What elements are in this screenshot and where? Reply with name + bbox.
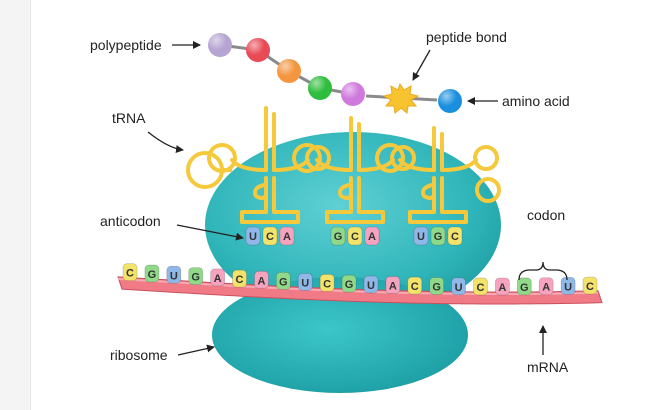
amino-acid-ball bbox=[308, 76, 332, 100]
mrna-base: G bbox=[429, 277, 445, 295]
mrna-base-letter: G bbox=[432, 281, 441, 293]
anticodon-base: C bbox=[347, 226, 363, 246]
anticodon-base-letter: U bbox=[417, 231, 425, 243]
mrna-base-letter: C bbox=[476, 282, 484, 294]
polypeptide-label: polypeptide bbox=[90, 37, 162, 53]
mrna-base: C bbox=[473, 277, 488, 296]
mrna-base: A bbox=[538, 277, 554, 296]
mrna-base-letter: C bbox=[126, 268, 134, 280]
anticodon-base-letter: G bbox=[334, 231, 343, 243]
mrna-base: U bbox=[451, 277, 466, 296]
mrna-base: A bbox=[210, 268, 226, 287]
mrna-base-letter: G bbox=[345, 279, 354, 291]
mrna-base-letter: G bbox=[279, 276, 288, 288]
anticodon-arrow bbox=[176, 224, 244, 241]
mrna-base-letter: G bbox=[191, 272, 200, 284]
anticodon-base-letter: U bbox=[249, 231, 257, 243]
mrna-base: G bbox=[516, 277, 532, 296]
ribosome-arrow bbox=[177, 344, 215, 356]
mrna-base-letter: A bbox=[214, 273, 222, 285]
anticodon-base-letter: C bbox=[266, 231, 274, 243]
trna-molecule bbox=[207, 106, 331, 224]
mrna-strand: C G U G A C A G U C G U A C G U C A G A U C bbox=[117, 263, 603, 305]
anticodon-base-letter: C bbox=[451, 231, 459, 243]
mrna-base-letter: U bbox=[367, 280, 375, 292]
mrna-base: C bbox=[122, 263, 138, 282]
codon-bracket bbox=[518, 261, 568, 281]
anticodon-label: anticodon bbox=[100, 213, 161, 229]
anticodon-base-letter: C bbox=[351, 231, 359, 243]
mrna-base-letter: G bbox=[520, 282, 529, 294]
trna-loop bbox=[475, 177, 501, 203]
mrna-base-letter: A bbox=[498, 282, 506, 294]
mrna-base: C bbox=[232, 269, 247, 288]
mrna-base: A bbox=[385, 276, 401, 294]
mrna-base: G bbox=[144, 264, 160, 283]
mrna-base-letter: G bbox=[148, 269, 157, 281]
anticodon-base: G bbox=[330, 226, 346, 246]
peptide-bond-label: peptide bond bbox=[426, 29, 507, 45]
mrna-base: U bbox=[166, 265, 182, 284]
anticodon-base: A bbox=[279, 226, 295, 246]
trna-molecule bbox=[292, 116, 416, 224]
amino-acid-ball bbox=[277, 59, 301, 83]
anticodon-base: G bbox=[430, 226, 446, 246]
mrna-base: U bbox=[560, 277, 576, 295]
anticodon-base-letter: G bbox=[434, 231, 443, 243]
mrna-base-letter: U bbox=[170, 270, 178, 282]
ribosome-small-subunit bbox=[212, 277, 468, 393]
peptide-bond-burst bbox=[382, 82, 420, 114]
anticodon-base: C bbox=[262, 226, 278, 246]
mrna-label: mRNA bbox=[527, 359, 569, 375]
amino-acid-ball bbox=[341, 82, 365, 106]
mrna-base: C bbox=[582, 276, 598, 295]
mrna-base: C bbox=[319, 273, 335, 292]
peptide-bond-arrow bbox=[412, 49, 431, 81]
anticodon-base-letter: A bbox=[368, 231, 376, 243]
amino-acid-label: amino acid bbox=[502, 93, 570, 109]
trna-molecule bbox=[375, 126, 499, 224]
mrna-base-letter: U bbox=[301, 277, 309, 289]
anticodon-base: A bbox=[364, 226, 380, 246]
codon-label: codon bbox=[527, 207, 565, 223]
mrna-base: A bbox=[254, 270, 269, 289]
mrna-base-letter: A bbox=[542, 282, 550, 294]
trna-label: tRNA bbox=[112, 110, 146, 126]
mrna-base: C bbox=[407, 276, 423, 295]
amino-acid-ball bbox=[246, 38, 270, 62]
trna-arrow bbox=[147, 131, 184, 154]
mrna-base: G bbox=[188, 267, 204, 286]
anticodon-base-letter: A bbox=[283, 231, 291, 243]
mrna-base-letter: C bbox=[411, 281, 419, 293]
mrna-base-letter: U bbox=[564, 281, 572, 293]
anticodon-base: C bbox=[447, 226, 463, 246]
mrna-base: U bbox=[297, 272, 313, 291]
mrna-base: A bbox=[494, 277, 510, 296]
mrna-base-letter: C bbox=[586, 281, 594, 293]
amino-acid-ball bbox=[438, 89, 462, 113]
left-margin-strip bbox=[0, 0, 31, 410]
mrna-base: G bbox=[341, 274, 357, 293]
mrna-base: U bbox=[363, 275, 379, 294]
amino-acid-ball bbox=[208, 33, 232, 57]
mrna-base-letter: C bbox=[236, 274, 244, 286]
ribosome-label: ribosome bbox=[110, 347, 168, 363]
anticodon-base: U bbox=[413, 226, 429, 246]
polypeptide-chain bbox=[208, 33, 462, 113]
mrna-base-letter: U bbox=[455, 282, 463, 294]
ribosome-large-subunit bbox=[205, 132, 501, 318]
mrna-base-letter: A bbox=[389, 281, 397, 293]
mrna-base-letter: A bbox=[257, 275, 265, 287]
mrna-base: G bbox=[275, 271, 291, 290]
mrna-base-letter: C bbox=[323, 278, 331, 290]
anticodon-base: U bbox=[245, 226, 261, 246]
